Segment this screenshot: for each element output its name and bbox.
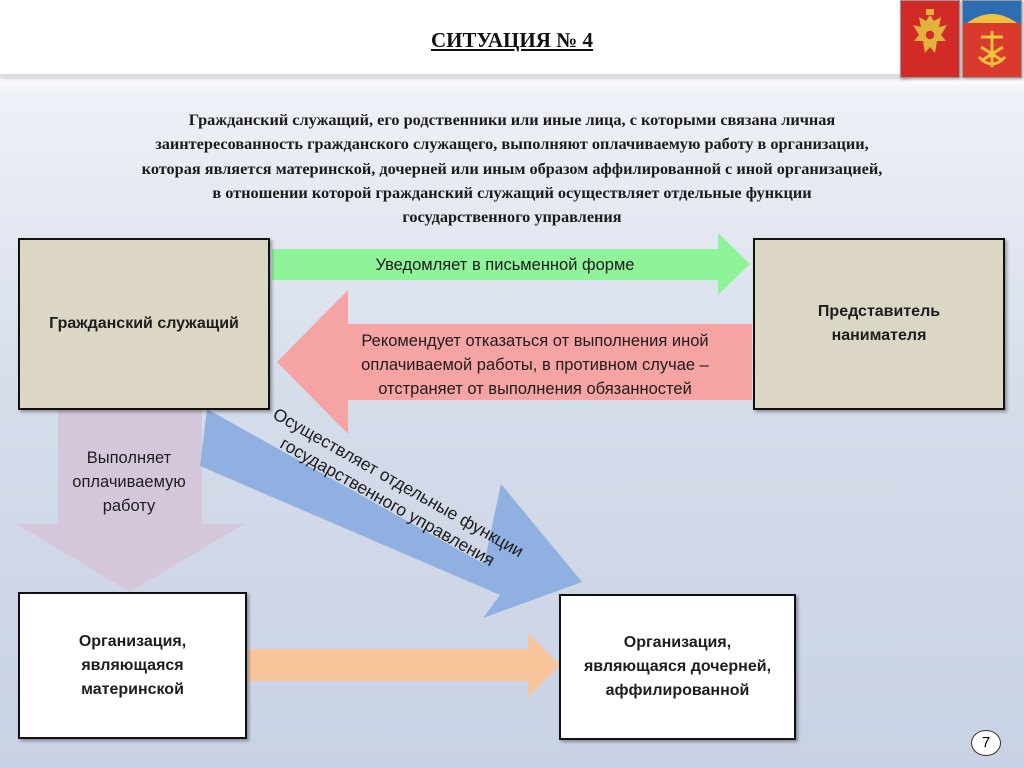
node-employer-representative: Представитель нанимателя (753, 238, 1005, 410)
intro-line: заинтересованность гражданского служащег… (155, 134, 869, 154)
arrow-notifies (272, 233, 750, 295)
edge-label-performs-work: Выполняет оплачиваемую работу (56, 446, 202, 518)
header-divider (0, 74, 910, 78)
node-label-line: материнской (81, 680, 184, 698)
arrow-parent-to-subsidiary (248, 633, 560, 697)
node-subsidiary-organization: Организация, являющаяся дочерней, аффили… (559, 594, 796, 740)
slide-title: СИТУАЦИЯ № 4 (430, 28, 593, 52)
node-label-line: аффилированной (605, 682, 750, 699)
node-label-line: Представитель (817, 303, 941, 320)
intro-line: государственного управления (402, 207, 622, 227)
node-label-line: являющаяся дочерней, (583, 658, 772, 675)
node-civil-servant: Гражданский служащий (18, 238, 270, 410)
edge-label-line: Рекомендует отказаться от выполнения ино… (361, 332, 709, 350)
edge-label-line: Выполняет (86, 449, 172, 467)
arrow-recommends (277, 290, 752, 434)
node-label-line: Организация, (623, 634, 732, 651)
intro-line: Гражданский служащий, его родственники и… (188, 110, 836, 129)
edge-label-notifies: Уведомляет в письменной форме (375, 256, 635, 274)
edge-label-line: отстраняет от выполнения обязанностей (378, 380, 692, 398)
edge-label-line: оплачиваемой работы, в противном случае … (361, 356, 709, 374)
edge-label-line: оплачиваемую (72, 473, 186, 491)
russia-emblem-icon (900, 0, 960, 78)
murmansk-emblem-icon (962, 0, 1022, 78)
edge-label-recommends: Рекомендует отказаться от выполнения ино… (330, 329, 740, 401)
edge-label-line: работу (102, 497, 156, 515)
node-parent-organization: Организация, являющаяся материнской (18, 592, 247, 739)
arrow-performs-work (16, 410, 244, 592)
node-label-line: являющаяся (81, 656, 184, 674)
intro-text: Гражданский служащий, его родственники и… (40, 108, 984, 229)
intro-line: в отношении которой гражданский служащий… (212, 182, 812, 202)
intro-line: которая является материнской, дочерней и… (141, 158, 883, 178)
node-label-line: нанимателя (831, 327, 927, 344)
node-label-line: Организация, (78, 632, 187, 650)
arrow-functions (200, 409, 582, 618)
node-civil-servant-label: Гражданский служащий (49, 315, 239, 332)
page-number: 7 (971, 730, 1001, 756)
header-bar (0, 0, 910, 74)
